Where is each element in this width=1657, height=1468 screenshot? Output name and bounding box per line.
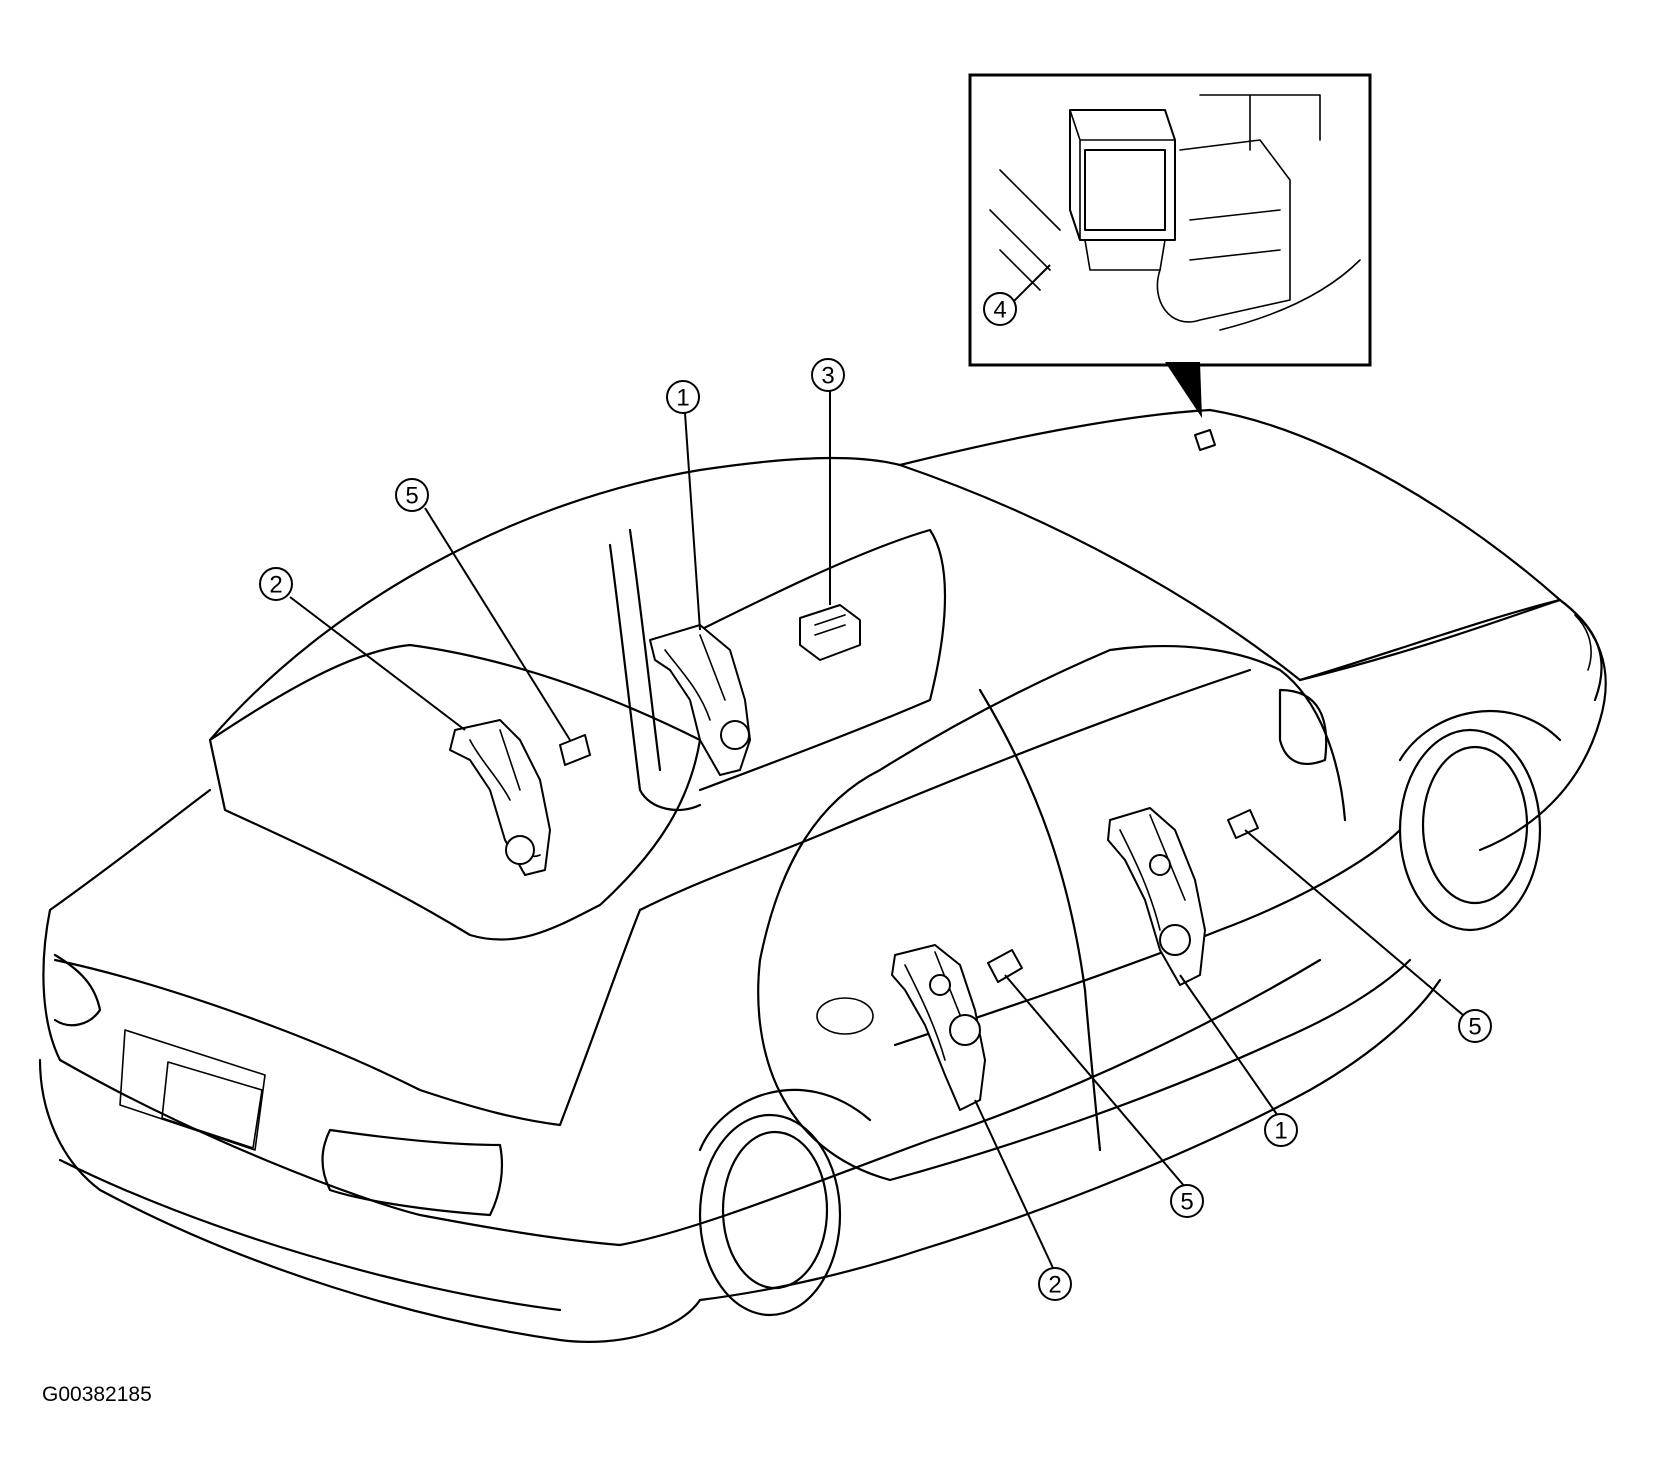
callout-circle: [1458, 1009, 1492, 1043]
callouts: 1 1 2 2 3 4 5 5 5: [259, 292, 1492, 1301]
callout-label: 5: [1180, 1189, 1193, 1216]
regulator-rear-door: [891, 944, 986, 1111]
callout-label: 4: [993, 297, 1006, 324]
callout-1-door: 1: [1264, 1113, 1298, 1147]
control-unit-3: [799, 604, 861, 661]
leader-2-rear-window: [289, 596, 466, 731]
leader-5-rear-window: [424, 507, 571, 741]
callout-circle: [983, 292, 1017, 326]
regulator-front-door: [1107, 807, 1206, 986]
callout-label: 3: [821, 363, 834, 390]
callout-circle: [666, 380, 700, 414]
callout-circle: [259, 567, 293, 601]
front-wheel: [1398, 709, 1562, 932]
callout-circle: [1170, 1184, 1204, 1218]
callout-label: 1: [676, 385, 689, 412]
leader-1-rear-window: [684, 412, 701, 631]
switch-rear-door: [987, 949, 1023, 983]
callout-5-rear-door: 5: [1170, 1184, 1204, 1218]
leader-5-front-door: [1244, 829, 1464, 1016]
figure-id: G00382185: [42, 1383, 152, 1406]
leader-5-rear-door: [1004, 974, 1186, 1188]
regulator-rear-window-right: [649, 624, 751, 776]
callout-circle: [811, 358, 845, 392]
switch-front-door: [1227, 809, 1259, 839]
callout-label: 5: [1468, 1014, 1481, 1041]
callout-label: 2: [269, 572, 282, 599]
callout-4: 4: [983, 292, 1017, 326]
callout-label: 5: [405, 483, 418, 510]
callout-1-rear-window: 1: [666, 380, 700, 414]
callout-circle: [1038, 1267, 1072, 1301]
leader-1-door: [1179, 974, 1279, 1117]
car-body-outline: [38, 408, 1607, 1343]
inset-detail-box: [968, 73, 1372, 418]
callout-label: 2: [1048, 1272, 1061, 1299]
relay-4-small: [1194, 429, 1216, 451]
regulator-rear-window-left: [449, 719, 551, 876]
callout-3: 3: [811, 358, 845, 392]
callout-circle: [1264, 1113, 1298, 1147]
rear-wheel: [698, 1088, 872, 1317]
callout-5-rear-window: 5: [395, 478, 429, 512]
callout-5-front-door: 5: [1458, 1009, 1492, 1043]
leader-2-door: [974, 1099, 1054, 1269]
switch-rear-window: [559, 734, 591, 766]
callout-circle: [395, 478, 429, 512]
callout-label: 1: [1274, 1118, 1287, 1145]
callout-2-door: 2: [1038, 1267, 1072, 1301]
callout-2-rear-window: 2: [259, 567, 293, 601]
